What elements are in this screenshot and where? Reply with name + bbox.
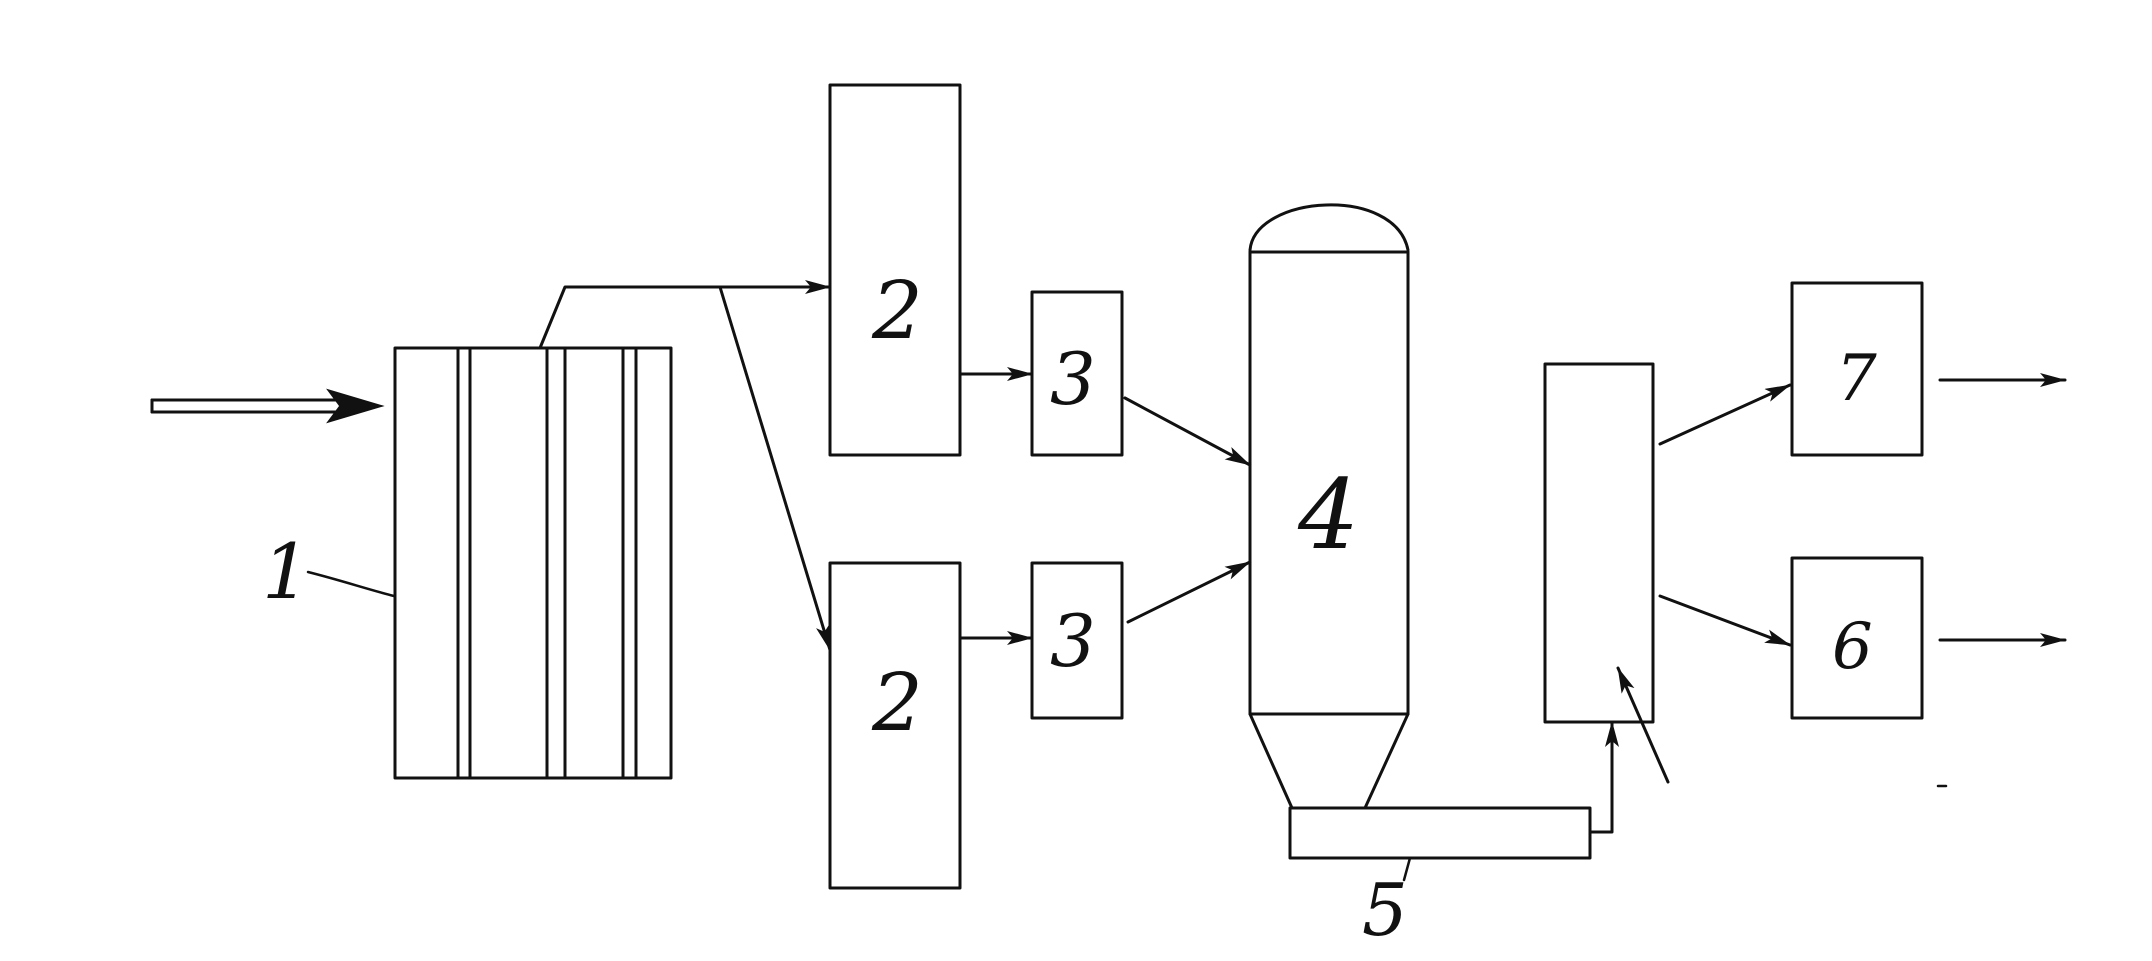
leader-line-5 xyxy=(1402,856,1412,882)
arrow-5-to-separator xyxy=(1588,720,1619,834)
unit-7-box xyxy=(1790,281,1924,457)
unit-5-conveyor xyxy=(1288,806,1592,860)
label-unit-3-top: 3 xyxy=(1050,337,1096,421)
label-unit-2-bottom: 2 xyxy=(871,656,923,749)
label-unit-7: 7 xyxy=(1836,342,1877,416)
unit-1-block xyxy=(393,346,673,780)
label-unit-2-top: 2 xyxy=(871,264,923,357)
label-unit-5: 5 xyxy=(1362,868,1408,952)
label-unit-3-bottom: 3 xyxy=(1050,599,1096,683)
arrow-separator-to-7 xyxy=(1658,383,1792,446)
separator-side-inlet-arrow xyxy=(1616,666,1670,784)
label-unit-1: 1 xyxy=(262,527,310,616)
inlet-arrow xyxy=(150,388,385,424)
unit-4-column xyxy=(1248,203,1410,810)
leader-line-1 xyxy=(306,570,396,598)
arrow-separator-to-6 xyxy=(1658,594,1792,647)
unit-2-top-box xyxy=(828,83,962,457)
unit-2-bottom-box xyxy=(828,561,962,890)
label-unit-4: 4 xyxy=(1297,459,1359,571)
arrow-3bottom-to-4 xyxy=(1126,560,1252,624)
separator-box xyxy=(1543,362,1655,724)
arrow-3top-to-4 xyxy=(1123,396,1252,467)
label-unit-6: 6 xyxy=(1832,610,1873,684)
feed-lines-to-2 xyxy=(538,280,832,652)
unit-6-box xyxy=(1790,556,1924,720)
